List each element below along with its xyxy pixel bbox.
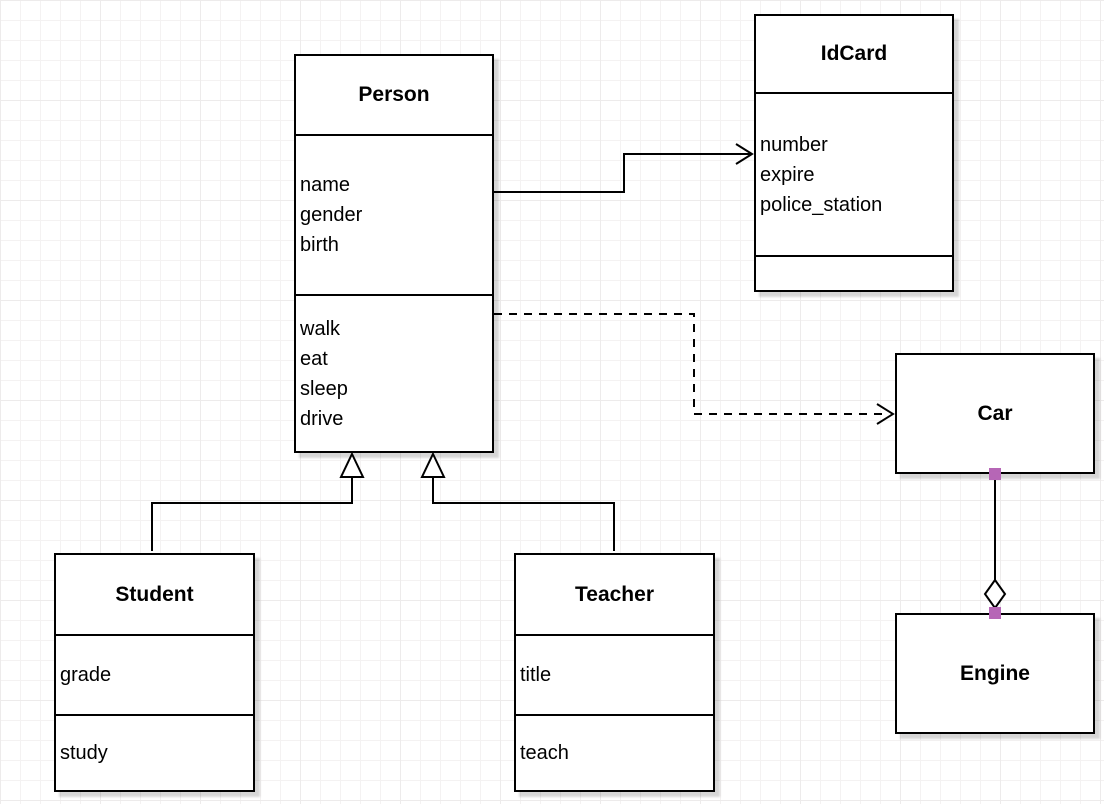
class-title: Student	[115, 582, 194, 606]
open-arrowhead-icon	[876, 403, 895, 425]
attribute: gender	[300, 204, 363, 226]
class-car[interactable]: Car	[895, 353, 1095, 474]
attributes-compartment: name gender birth	[296, 134, 492, 294]
class-student[interactable]: Student grade study	[54, 553, 255, 792]
class-title: Car	[977, 401, 1013, 425]
class-teacher[interactable]: Teacher title teach	[514, 553, 715, 792]
class-idcard[interactable]: IdCard number expire police_station	[754, 14, 954, 292]
attributes-compartment: title	[516, 634, 713, 714]
method: eat	[300, 347, 328, 370]
attribute: police_station	[760, 193, 883, 216]
class-title: Teacher	[575, 582, 654, 606]
methods-compartment: walk eat sleep drive	[296, 294, 492, 451]
attribute: expire	[760, 163, 815, 186]
method: teach	[520, 742, 569, 764]
class-engine[interactable]: Engine	[895, 613, 1095, 734]
methods-compartment: teach	[516, 714, 713, 790]
class-title: Person	[358, 83, 430, 106]
attributes-compartment: grade	[56, 634, 253, 714]
method: sleep	[300, 377, 348, 400]
attributes-compartment: number expire police_station	[756, 92, 952, 255]
edge-teacher-person[interactable]	[420, 451, 615, 551]
method: walk	[300, 317, 341, 340]
attribute: birth	[300, 234, 339, 256]
edge-car-engine[interactable]	[983, 468, 1007, 619]
edge-student-person[interactable]	[151, 451, 365, 551]
aggregation-diamond-icon	[983, 578, 1007, 610]
attribute: grade	[60, 664, 112, 686]
class-title: Engine	[959, 661, 1030, 685]
class-title: IdCard	[820, 42, 888, 65]
inheritance-triangle-icon	[339, 451, 365, 478]
methods-compartment: study	[56, 714, 253, 790]
edge-person-car[interactable]	[494, 313, 895, 425]
attribute: name	[300, 174, 351, 196]
methods-compartment-empty	[756, 255, 952, 290]
inheritance-triangle-icon	[420, 451, 446, 478]
method: study	[60, 742, 108, 764]
attribute: number	[760, 133, 828, 156]
class-person[interactable]: Person name gender birth walk eat sleep …	[294, 54, 494, 453]
method: drive	[300, 407, 344, 430]
attribute: title	[520, 664, 552, 686]
edge-person-idcard[interactable]	[494, 143, 754, 193]
open-arrowhead-icon	[735, 143, 754, 165]
